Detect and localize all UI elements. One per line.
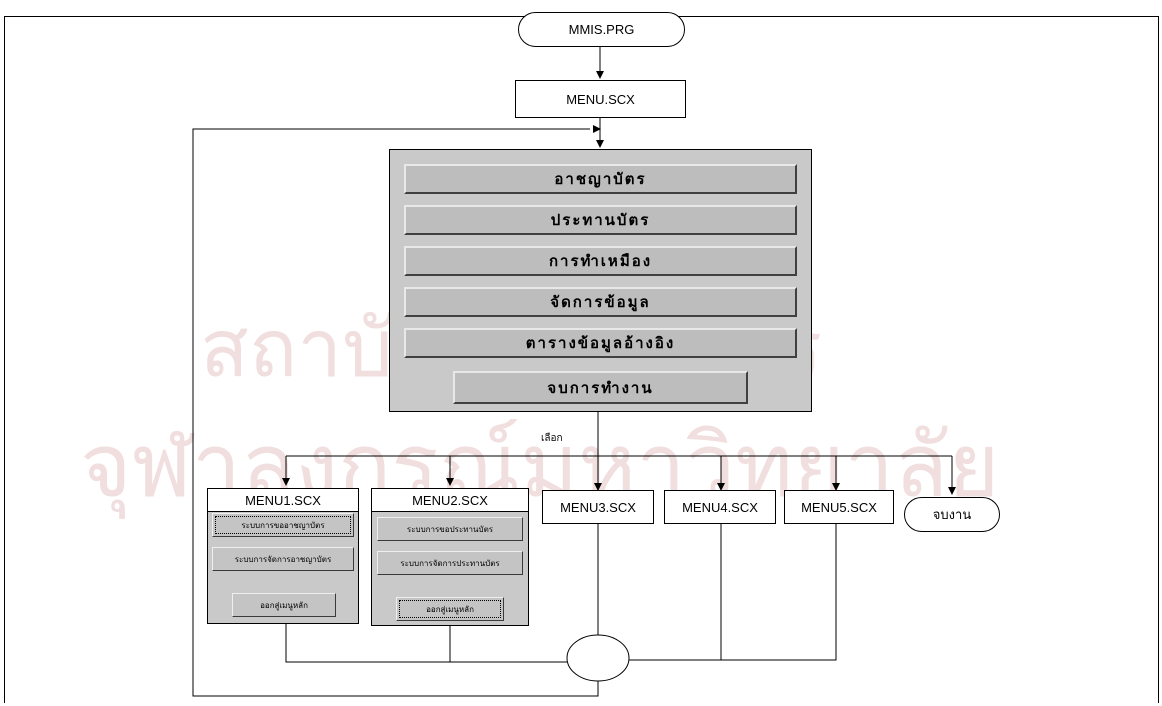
menu1-button-request[interactable]: ระบบการขออาชญาบัตร [212, 513, 354, 537]
menu2-button-request[interactable]: ระบบการขอประทานบัตร [377, 517, 523, 541]
menu3-node: MENU3.SCX [542, 490, 654, 524]
return-from-menu1 [285, 624, 567, 663]
menu2-panel: MENU2.SCX ระบบการขอประทานบัตร ระบบการจัด… [371, 488, 529, 626]
menu-button-exit[interactable]: จบการทำงาน [453, 371, 748, 404]
return-from-menu2 [449, 626, 567, 663]
start-node: MMIS.PRG [518, 12, 685, 47]
menu-scx-node: MENU.SCX [515, 80, 686, 118]
menu-button-data-management[interactable]: จัดการข้อมูล [404, 287, 797, 317]
return-from-menu5 [721, 524, 837, 661]
menu2-button-manage[interactable]: ระบบการจัดการประทานบัตร [377, 551, 523, 575]
return-from-menu4 [628, 524, 722, 661]
connector-circle [566, 634, 630, 682]
menu4-node: MENU4.SCX [664, 490, 776, 524]
main-menu-panel: อาชญาบัตร ประทานบัตร การทำเหมือง จัดการข… [389, 149, 812, 412]
menu1-title: MENU1.SCX [208, 489, 358, 512]
menu-button-mining-license[interactable]: ประทานบัตร [404, 205, 797, 235]
loop-back-line [192, 128, 599, 697]
menu5-node: MENU5.SCX [784, 490, 894, 524]
menu-button-concession[interactable]: อาชญาบัตร [404, 164, 797, 194]
menu-button-reference-tables[interactable]: ตารางข้อมูลอ้างอิง [404, 328, 797, 358]
menu1-button-manage[interactable]: ระบบการจัดการอาชญาบัตร [212, 547, 354, 571]
menu1-button-back[interactable]: ออกสู่เมนูหลัก [232, 593, 336, 617]
end-node: จบงาน [904, 497, 1000, 532]
choice-label: เลือก [541, 433, 563, 444]
menu2-title: MENU2.SCX [372, 489, 528, 512]
menu-button-mining-operation[interactable]: การทำเหมือง [404, 246, 797, 276]
menu2-button-back[interactable]: ออกสู่เมนูหลัก [396, 597, 504, 621]
menu1-panel: MENU1.SCX ระบบการขออาชญาบัตร ระบบการจัดก… [207, 488, 359, 624]
